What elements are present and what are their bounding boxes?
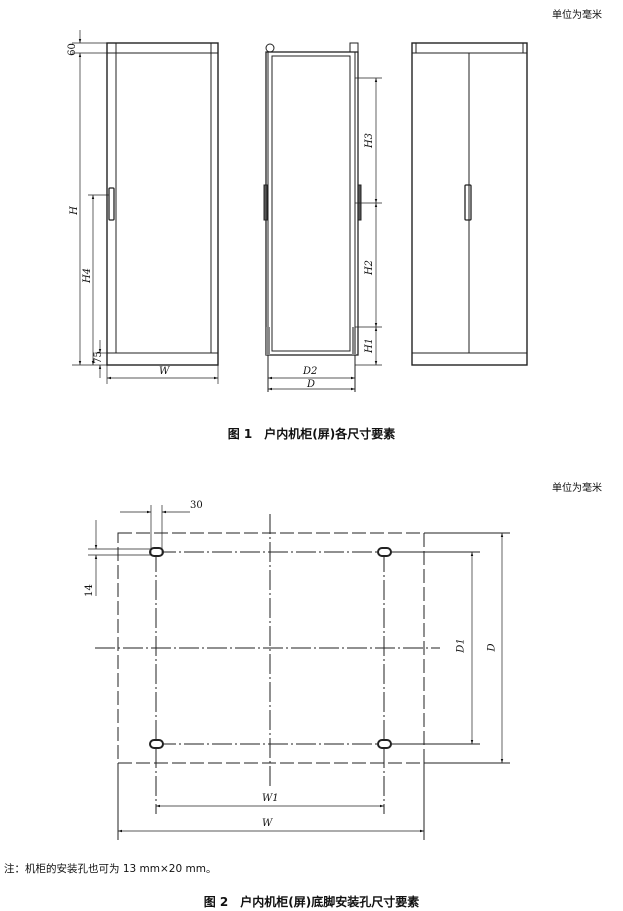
unit-note: 单位为毫米	[552, 10, 602, 21]
door-handle-icon	[464, 184, 472, 221]
figure-2-caption: 图 2 户内机柜(屏)底脚安装孔尺寸要素	[203, 895, 420, 909]
mounting-holes	[149, 547, 392, 749]
front-view	[106, 42, 219, 366]
footprint-plan	[95, 514, 510, 840]
dim-label-D: D	[307, 379, 316, 390]
dim-label-60: 60	[66, 43, 78, 56]
dim-label-D: D	[486, 643, 498, 652]
unit-note: 单位为毫米	[552, 483, 602, 494]
dim-label-W: W	[159, 366, 170, 377]
dim-label-D1: D1	[455, 638, 467, 653]
dim-label-14: 14	[83, 584, 95, 597]
back-view	[411, 42, 528, 366]
dim-label-W: W	[262, 818, 273, 829]
dim-label-H4: H4	[82, 267, 94, 284]
dim-label-75: 75	[92, 351, 104, 364]
figure-1-caption: 图 1 户内机柜(屏)各尺寸要素	[227, 427, 396, 441]
dim-label-30: 30	[190, 500, 203, 511]
figure-2-note: 注：机柜的安装孔也可为 13 mm×20 mm。	[4, 863, 217, 875]
dim-label-W1: W1	[262, 793, 279, 804]
dim-label-H: H	[68, 206, 80, 215]
door-handle-icon	[108, 187, 115, 221]
dim-label-H1: H1	[364, 337, 376, 354]
dim-label-D2: D2	[303, 366, 318, 377]
dim-label-H2: H2	[364, 259, 376, 276]
dim-label-H3: H3	[364, 132, 376, 149]
side-view	[263, 42, 362, 392]
